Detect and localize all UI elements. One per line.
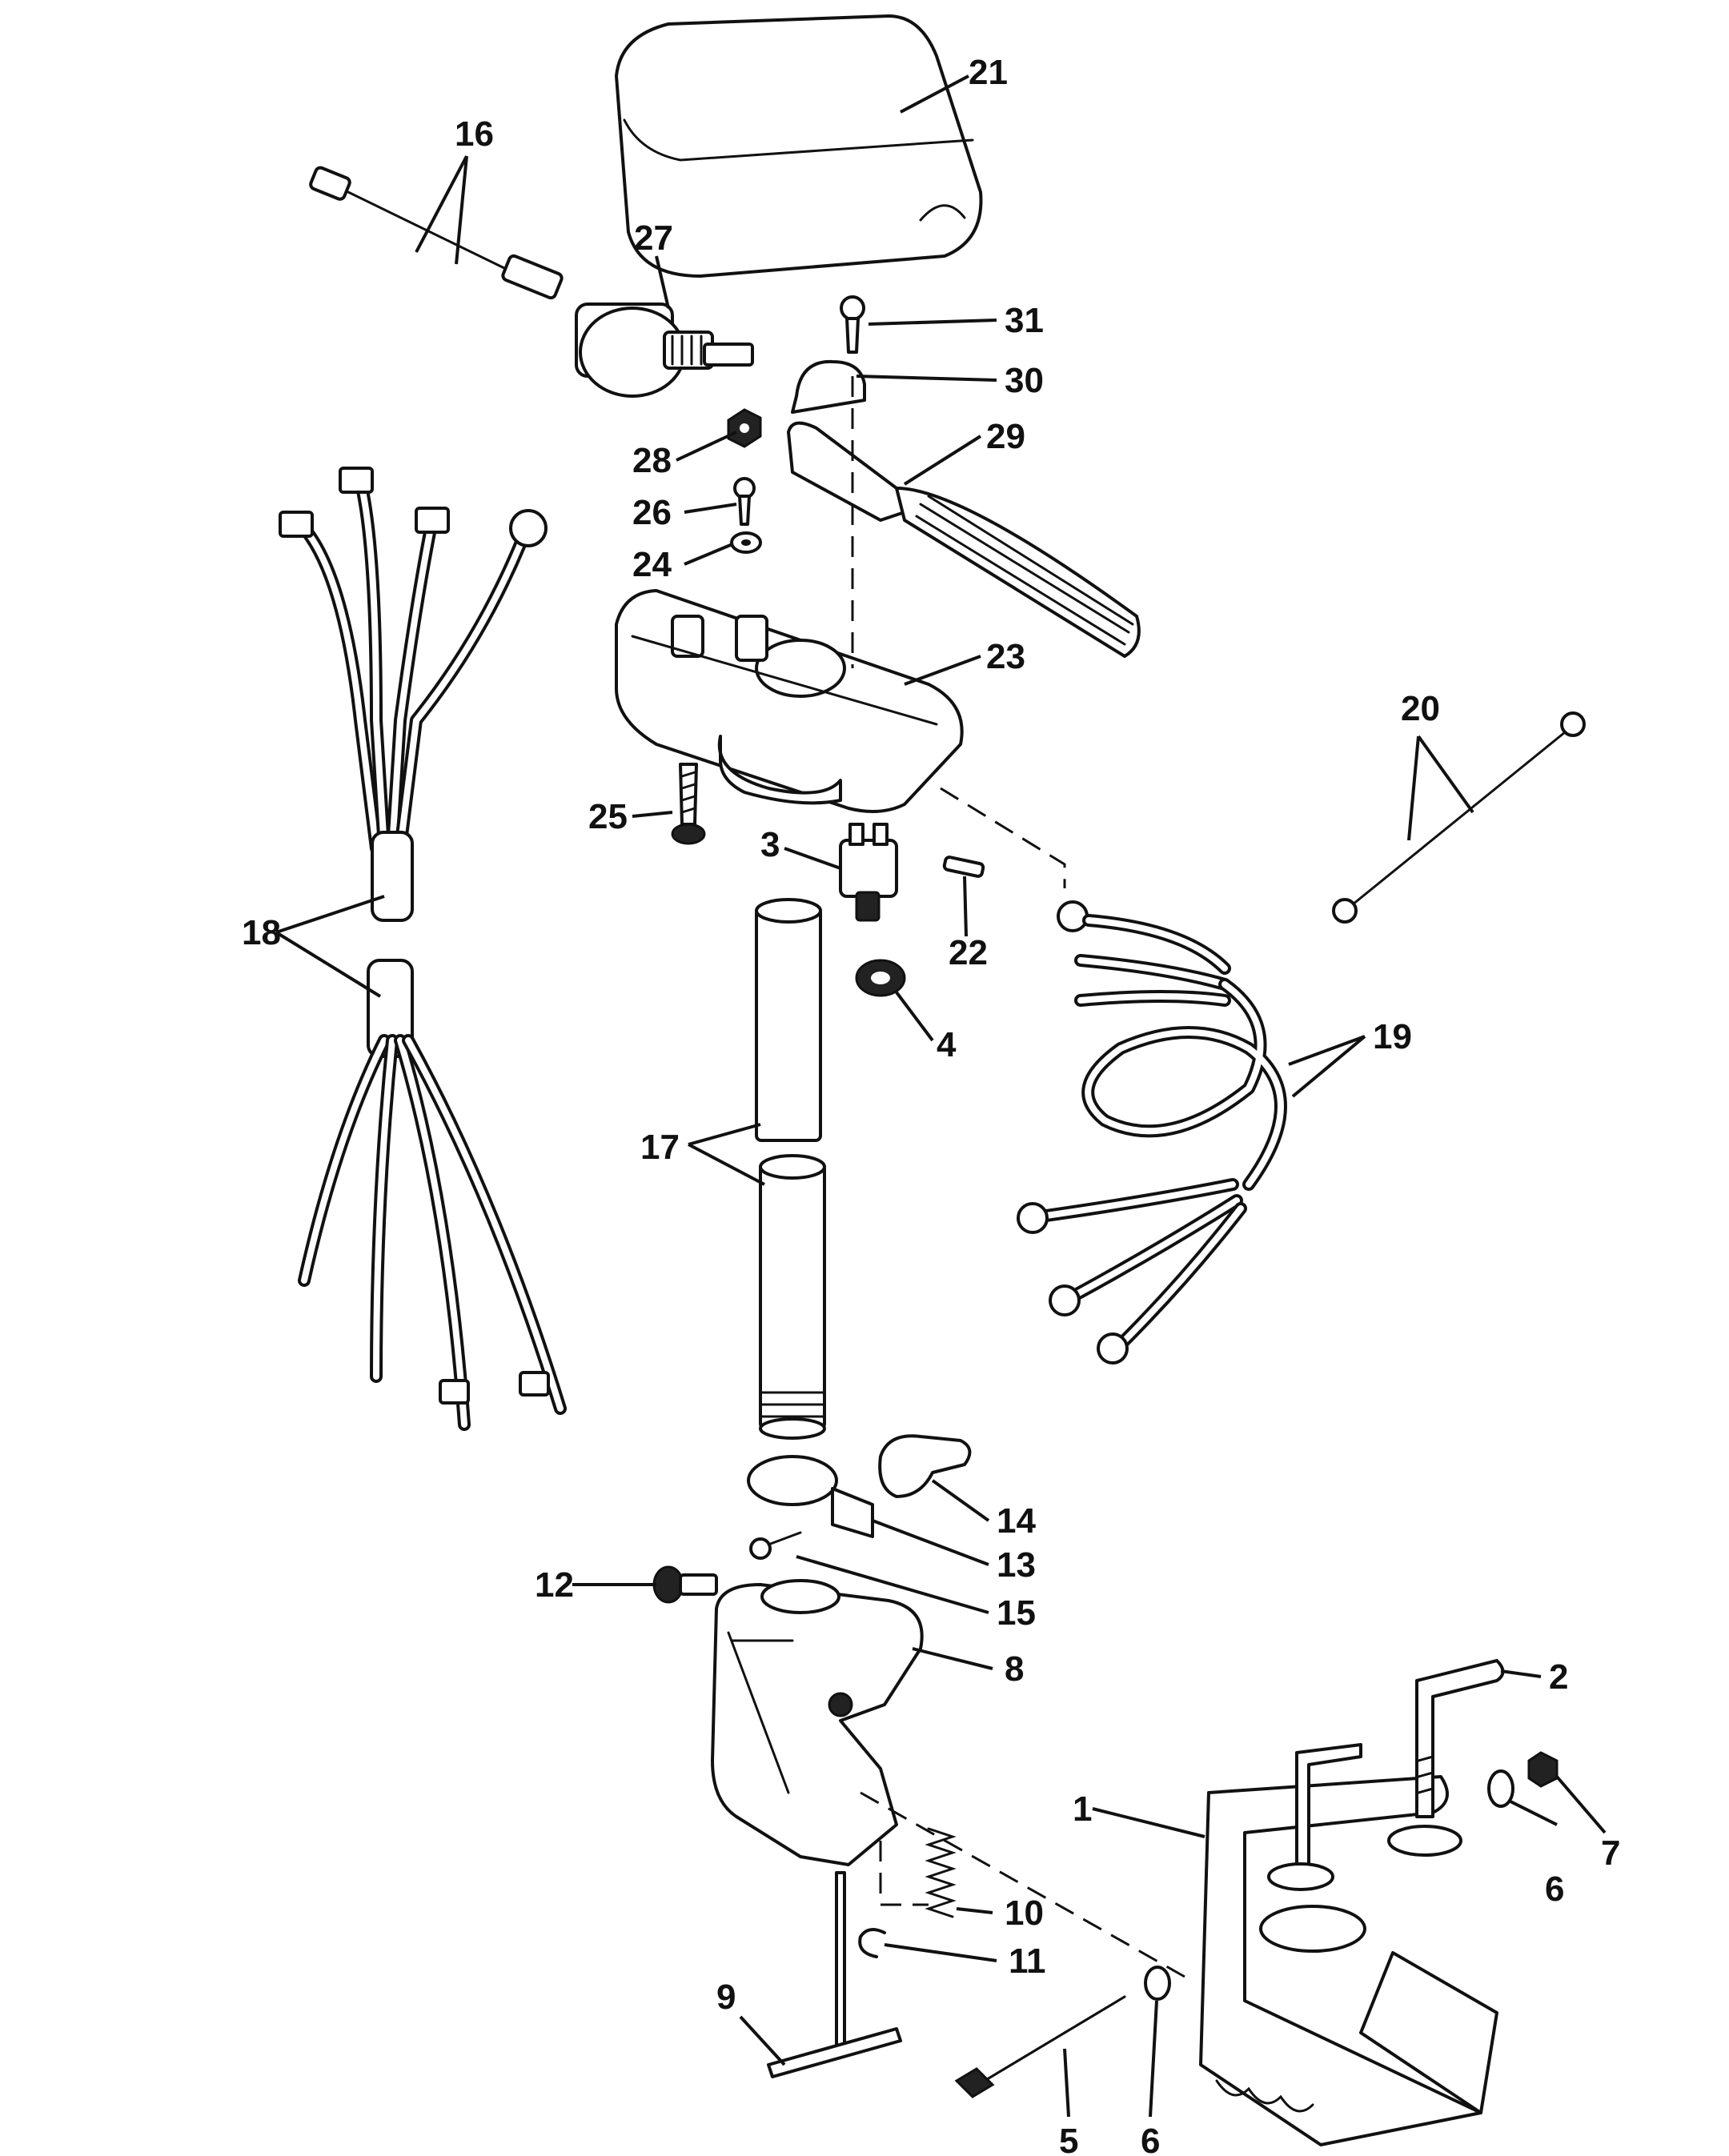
callout-23: 23 xyxy=(986,637,1025,676)
control-housing-part-23 xyxy=(615,589,964,813)
callout-29: 29 xyxy=(986,417,1025,456)
pin-part-22 xyxy=(942,856,985,878)
callout-18: 18 xyxy=(242,913,281,952)
callout-31: 31 xyxy=(1005,301,1044,340)
collar-part-13 xyxy=(747,1455,874,1538)
harness-part-18 xyxy=(279,467,567,1431)
pin-part-9 xyxy=(767,1871,902,2078)
lead-wire-part-16 xyxy=(309,166,564,300)
callout-20: 20 xyxy=(1401,689,1440,728)
callout-13: 13 xyxy=(997,1545,1036,1585)
spring-part-10 xyxy=(925,1827,957,1918)
callout-4: 4 xyxy=(937,1025,957,1064)
callout-27: 27 xyxy=(634,218,673,258)
callout-7: 7 xyxy=(1601,1833,1620,1873)
switch-part-27 xyxy=(575,303,754,398)
nut-part-7 xyxy=(1527,1751,1559,1788)
callout-30: 30 xyxy=(1005,361,1044,400)
washer-part-6 xyxy=(1144,1769,1514,2001)
callout-16: 16 xyxy=(455,114,494,154)
callout-12: 12 xyxy=(535,1565,574,1605)
bolt-part-5 xyxy=(954,1995,1126,2098)
alignment-lines xyxy=(851,376,1185,1978)
clip-part-11 xyxy=(858,1928,886,1958)
screw-part-31 xyxy=(840,295,865,354)
screw-part-15 xyxy=(749,1531,802,1560)
callout-14: 14 xyxy=(997,1501,1036,1541)
callout-6b: 6 xyxy=(1141,2122,1160,2156)
callout-2: 2 xyxy=(1549,1657,1568,1697)
callout-17: 17 xyxy=(640,1128,680,1167)
callout-6a: 6 xyxy=(1545,1869,1564,1909)
callout-26: 26 xyxy=(632,493,672,532)
callout-28: 28 xyxy=(632,441,672,480)
callout-24: 24 xyxy=(632,545,672,584)
callout-9: 9 xyxy=(716,1978,736,2017)
lead-part-20 xyxy=(1332,711,1586,924)
bolt-part-25 xyxy=(671,763,706,845)
clamp-bracket-part-1 xyxy=(1199,1775,1498,2146)
callout-19: 19 xyxy=(1373,1017,1412,1056)
callout-15: 15 xyxy=(997,1593,1036,1633)
harness-part-19 xyxy=(1017,900,1287,1365)
toggle-switch-part-3 xyxy=(839,823,898,922)
callout-11: 11 xyxy=(1009,1942,1046,1981)
handle-part-29 xyxy=(787,421,1141,658)
clamp-part-30 xyxy=(791,359,866,414)
leader-lines xyxy=(275,74,1607,2118)
callout-3: 3 xyxy=(760,825,780,864)
knob-part-14 xyxy=(878,1434,972,1498)
callout-10: 10 xyxy=(1005,1894,1044,1933)
washer-part-24 xyxy=(730,531,762,554)
callout-1: 1 xyxy=(1073,1789,1092,1829)
callout-8: 8 xyxy=(1005,1649,1024,1689)
clamp-screw-part-2 xyxy=(1267,1659,1505,1891)
callout-22: 22 xyxy=(949,933,988,972)
callout-5: 5 xyxy=(1059,2122,1078,2156)
bolt-part-12 xyxy=(652,1565,718,1604)
callout-25: 25 xyxy=(588,797,628,836)
nut-part-4 xyxy=(855,959,906,997)
tube-part-17 xyxy=(755,898,826,1440)
callout-21: 21 xyxy=(969,53,1008,92)
screw-part-26 xyxy=(733,477,756,526)
bracket-part-8 xyxy=(711,1579,924,1866)
nut-part-28 xyxy=(727,408,762,448)
